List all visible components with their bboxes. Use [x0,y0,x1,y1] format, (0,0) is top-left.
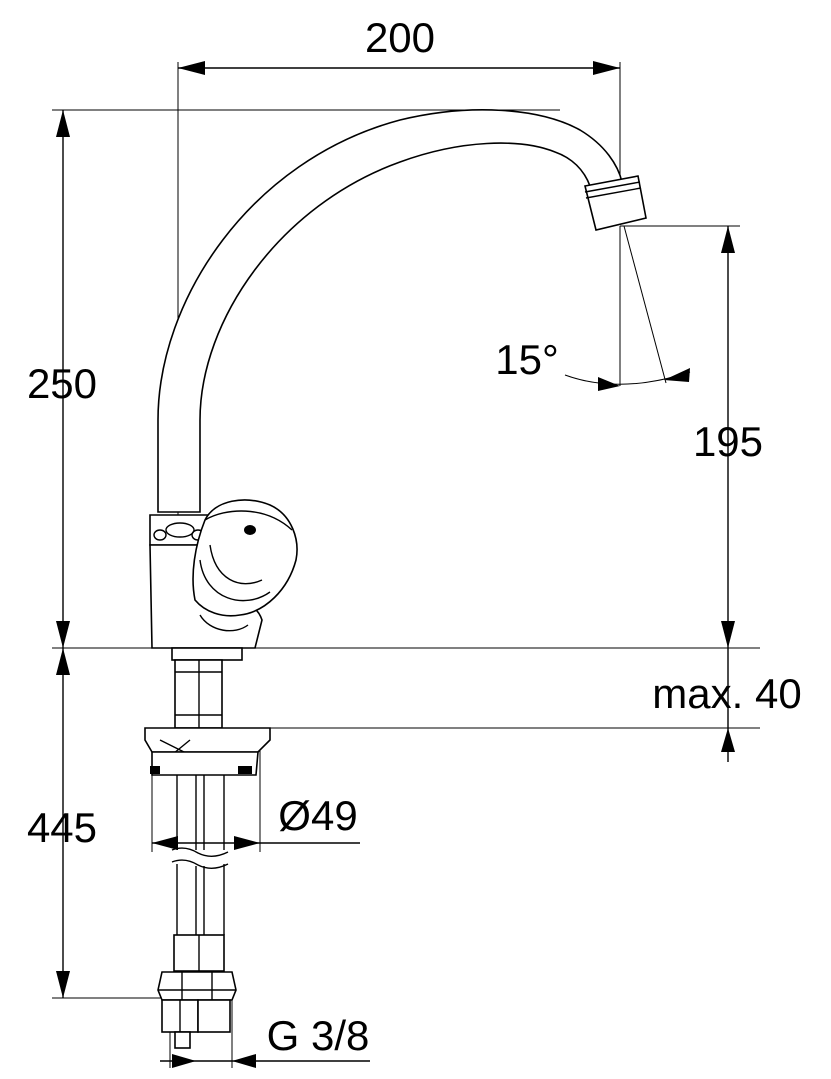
hose-connector-right [197,999,231,1033]
dimension-outlet-angle: 15° [495,225,691,391]
dimension-thread: G 3/8 [160,990,370,1068]
hose-nut [157,971,237,1001]
dimension-total-height: 250 [27,109,760,649]
shank-top [171,647,243,661]
label-hose-length: 445 [27,804,97,851]
label-outlet-angle: 15° [495,336,559,383]
spout [157,109,623,513]
label-thread: G 3/8 [267,1012,370,1059]
handle-knob [192,499,298,617]
aerator [584,175,647,231]
dimension-shank-diameter: Ø49 [151,740,360,852]
dimension-outlet-height: 195 [620,225,763,648]
label-total-height: 250 [27,360,97,407]
label-outlet-height: 195 [693,418,763,465]
dimension-spout-reach: 200 [177,14,621,648]
dimension-hose-length: 445 [27,648,170,999]
thread-tip [174,1031,191,1049]
label-spout-reach: 200 [365,14,435,61]
faucet-outline [144,109,647,1049]
label-shank-diameter: Ø49 [278,792,357,839]
dimension-deck-thickness: max. 40 [268,648,802,762]
mounting-plate [144,727,271,753]
label-deck-thickness: max. 40 [652,670,801,717]
